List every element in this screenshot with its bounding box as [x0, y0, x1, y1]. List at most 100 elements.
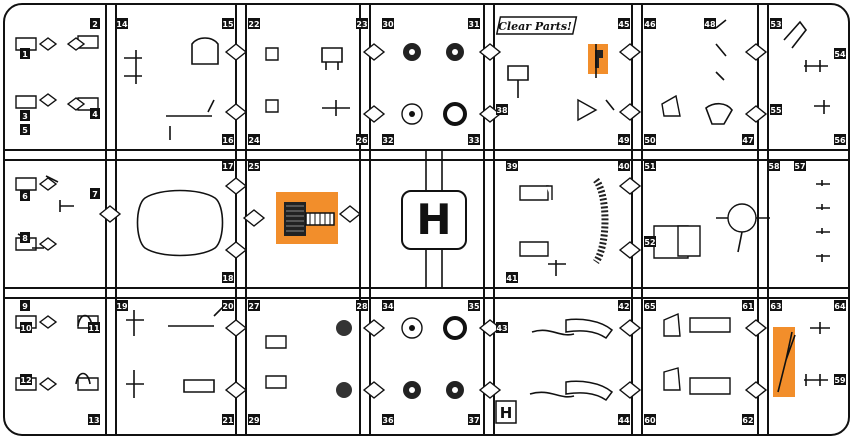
part-number-50: 50: [644, 134, 656, 145]
part-number-21: 21: [222, 414, 234, 425]
svg-text:21: 21: [222, 416, 234, 425]
part-number-12: 12: [20, 374, 32, 385]
part-number-22: 22: [248, 18, 260, 29]
center-h-stems: [425, 150, 443, 288]
part-number-51: 51: [644, 160, 656, 171]
part-number-16: 16: [222, 134, 234, 145]
runner-lines: [4, 4, 849, 435]
center-h-mark: H: [416, 195, 451, 244]
svg-text:20: 20: [222, 302, 234, 311]
svg-text:6: 6: [22, 192, 28, 201]
svg-text:47: 47: [742, 136, 753, 145]
svg-text:16: 16: [222, 136, 234, 145]
small-h-box: [495, 400, 517, 424]
part-58-wheel: [716, 203, 770, 253]
svg-text:28: 28: [356, 302, 368, 311]
svg-text:17: 17: [222, 162, 233, 171]
part-number-58: 58: [768, 160, 780, 171]
gate-diamonds: [38, 37, 768, 399]
part-42-shape: [565, 318, 614, 340]
svg-text:1: 1: [22, 50, 28, 59]
svg-text:44: 44: [618, 416, 630, 425]
center-h-box: [401, 190, 467, 250]
svg-text:36: 36: [382, 416, 394, 425]
svg-text:39: 39: [506, 162, 518, 171]
attached-parts: [15, 35, 731, 395]
svg-text:18: 18: [222, 274, 234, 283]
part-number-41: 41: [506, 272, 518, 283]
part-number-1: 1: [20, 48, 30, 59]
part-number-29: 29: [248, 414, 260, 425]
svg-text:42: 42: [618, 302, 629, 311]
svg-text:4: 4: [92, 110, 98, 119]
svg-text:53: 53: [770, 20, 781, 29]
svg-text:59: 59: [834, 376, 846, 385]
svg-text:60: 60: [644, 416, 656, 425]
svg-text:2: 2: [92, 20, 98, 29]
wheel-parts: [336, 43, 467, 399]
svg-text:48: 48: [704, 20, 716, 29]
part-40-gear: [592, 177, 609, 265]
sprue-frame: [3, 3, 850, 436]
part-17-frame: [136, 189, 224, 257]
svg-text:22: 22: [248, 20, 259, 29]
svg-text:32: 32: [382, 136, 393, 145]
part-number-35: 35: [468, 300, 480, 311]
svg-text:64: 64: [834, 302, 846, 311]
part-number-38: 38: [496, 104, 508, 115]
svg-text:37: 37: [468, 416, 479, 425]
svg-text:54: 54: [834, 50, 846, 59]
svg-text:61: 61: [742, 302, 754, 311]
part-number-14: 14: [116, 18, 128, 29]
part-number-33: 33: [468, 134, 480, 145]
part-number-40: 40: [618, 160, 630, 171]
svg-text:57: 57: [794, 162, 805, 171]
part-number-34: 34: [382, 300, 394, 311]
part-number-60: 60: [644, 414, 656, 425]
part-number-42: 42: [618, 300, 630, 311]
part-number-17: 17: [222, 160, 234, 171]
part-number-56: 56: [834, 134, 846, 145]
svg-text:34: 34: [382, 302, 394, 311]
svg-text:9: 9: [22, 302, 28, 311]
svg-text:31: 31: [468, 20, 480, 29]
svg-text:5: 5: [22, 126, 28, 135]
part-number-23: 23: [356, 18, 368, 29]
part-number-63: 63: [770, 300, 782, 311]
part-number-9: 9: [20, 300, 30, 311]
part-number-65: 65: [644, 300, 656, 311]
svg-text:63: 63: [770, 302, 781, 311]
part-number-43: 43: [496, 322, 508, 333]
part-number-10: 10: [20, 322, 32, 333]
part-number-47: 47: [742, 134, 754, 145]
svg-text:40: 40: [618, 162, 630, 171]
svg-text:25: 25: [248, 162, 260, 171]
part-25-grille: [284, 202, 335, 236]
part-number-8: 8: [20, 232, 30, 243]
svg-text:38: 38: [496, 106, 508, 115]
svg-text:51: 51: [644, 162, 656, 171]
svg-text:7: 7: [92, 190, 98, 199]
part-number-31: 31: [468, 18, 480, 29]
svg-text:49: 49: [618, 136, 630, 145]
part-number-54: 54: [834, 48, 846, 59]
part-number-13: 13: [88, 414, 100, 425]
part-number-7: 7: [90, 188, 100, 199]
part-number-44: 44: [618, 414, 630, 425]
svg-text:56: 56: [834, 136, 846, 145]
part-number-20: 20: [222, 300, 234, 311]
part-number-30: 30: [382, 18, 394, 29]
svg-text:30: 30: [382, 20, 394, 29]
svg-text:Clear Parts!: Clear Parts!: [498, 20, 572, 33]
svg-text:12: 12: [20, 376, 31, 385]
svg-text:58: 58: [768, 162, 780, 171]
part-detail-lines: [17, 19, 830, 398]
svg-text:62: 62: [742, 416, 753, 425]
part-number-52: 52: [644, 236, 656, 247]
svg-text:23: 23: [356, 20, 367, 29]
svg-text:27: 27: [248, 302, 259, 311]
svg-text:33: 33: [468, 136, 479, 145]
svg-text:50: 50: [644, 136, 656, 145]
part-number-45: 45: [618, 18, 630, 29]
